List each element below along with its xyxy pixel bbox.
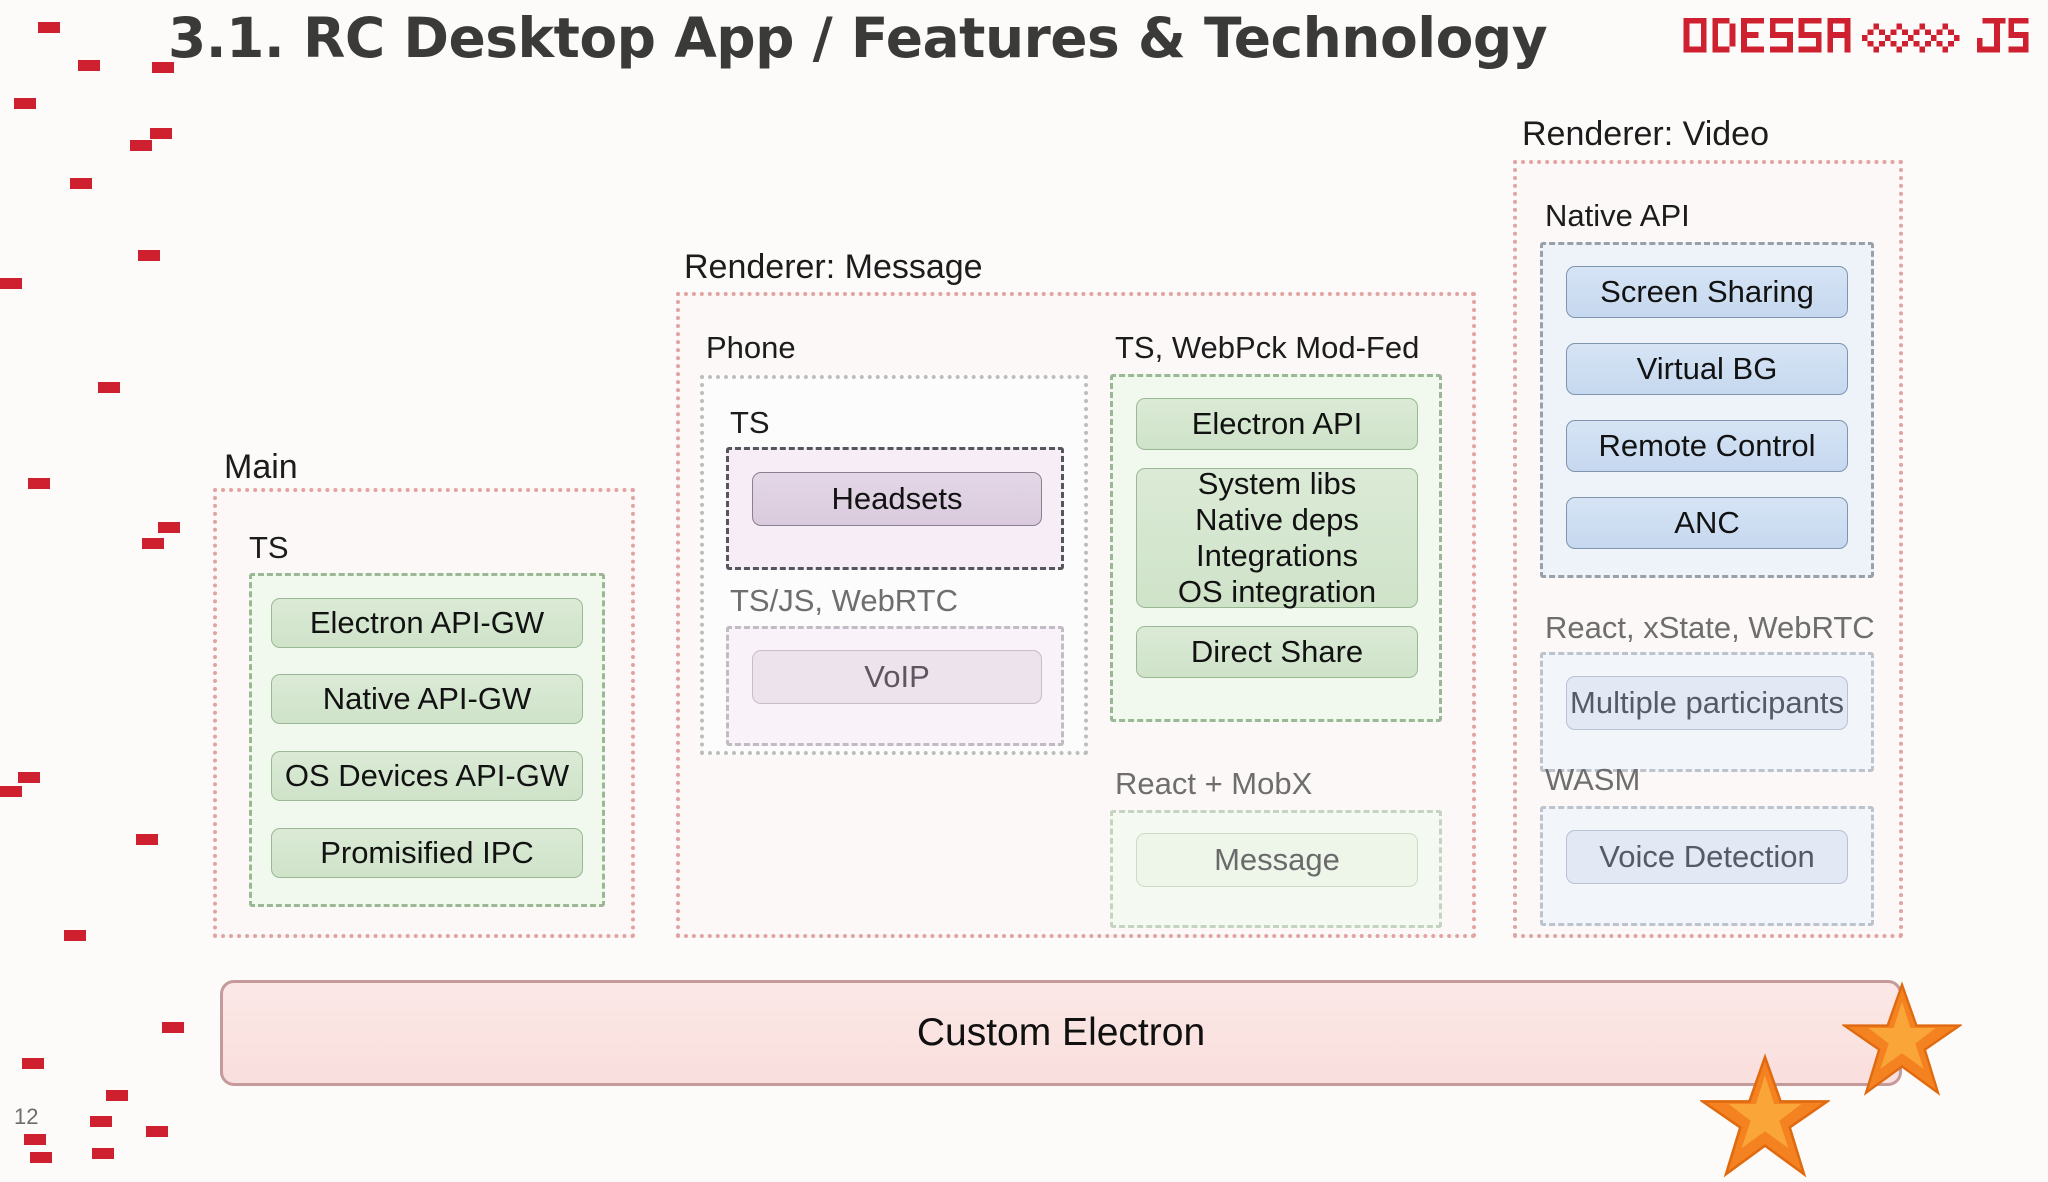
message-item-electron-api[interactable]: Electron API — [1136, 398, 1418, 450]
message-item-system-libs[interactable]: System libs Native deps Integrations OS … — [1136, 466, 1418, 609]
video-item-voice-detection[interactable]: Voice Detection — [1566, 830, 1848, 884]
react-mobx-label: React + MobX — [1115, 766, 1313, 801]
main-ts-label: TS — [249, 530, 289, 565]
video-item-multiple-participants[interactable]: Multiple participants — [1566, 676, 1848, 730]
starfish-icon-right — [1842, 981, 1962, 1096]
main-column-label: Main — [224, 448, 298, 486]
odessajs-logo — [1676, 12, 2036, 58]
video-item-anc[interactable]: ANC — [1566, 497, 1848, 549]
page-title: 3.1. RC Desktop App / Features & Technol… — [168, 6, 1548, 70]
video-react-xstate-label: React, xState, WebRTC — [1545, 610, 1875, 645]
main-item-os-devices-api-gw[interactable]: OS Devices API-GW — [271, 751, 583, 801]
custom-electron-bar[interactable]: Custom Electron — [220, 980, 1902, 1086]
main-item-promisified-ipc[interactable]: Promisified IPC — [271, 828, 583, 878]
video-item-virtual-bg[interactable]: Virtual BG — [1566, 343, 1848, 395]
renderer-video-label: Renderer: Video — [1522, 115, 1769, 153]
starfish-icon-left — [1700, 1053, 1830, 1178]
slide-root: 3.1. RC Desktop App / Features & Technol… — [0, 6, 2036, 1178]
phone-item-headsets[interactable]: Headsets — [752, 472, 1042, 526]
phone-item-voip[interactable]: VoIP — [752, 650, 1042, 704]
video-wasm-label: WASM — [1545, 762, 1641, 797]
page-number: 12 — [14, 1104, 39, 1129]
message-item-message[interactable]: Message — [1136, 833, 1418, 887]
message-item-direct-share[interactable]: Direct Share — [1136, 626, 1418, 678]
renderer-message-label: Renderer: Message — [684, 248, 983, 286]
video-item-screen-sharing[interactable]: Screen Sharing — [1566, 266, 1848, 318]
video-item-remote-control[interactable]: Remote Control — [1566, 420, 1848, 472]
phone-label: Phone — [706, 330, 796, 365]
main-item-electron-api-gw[interactable]: Electron API-GW — [271, 598, 583, 648]
webpack-modfed-label: TS, WebPck Mod-Fed — [1115, 330, 1420, 365]
main-item-native-api-gw[interactable]: Native API-GW — [271, 674, 583, 724]
video-native-api-label: Native API — [1545, 198, 1690, 233]
phone-webrtc-label: TS/JS, WebRTC — [730, 583, 958, 618]
phone-ts-label: TS — [730, 405, 770, 440]
